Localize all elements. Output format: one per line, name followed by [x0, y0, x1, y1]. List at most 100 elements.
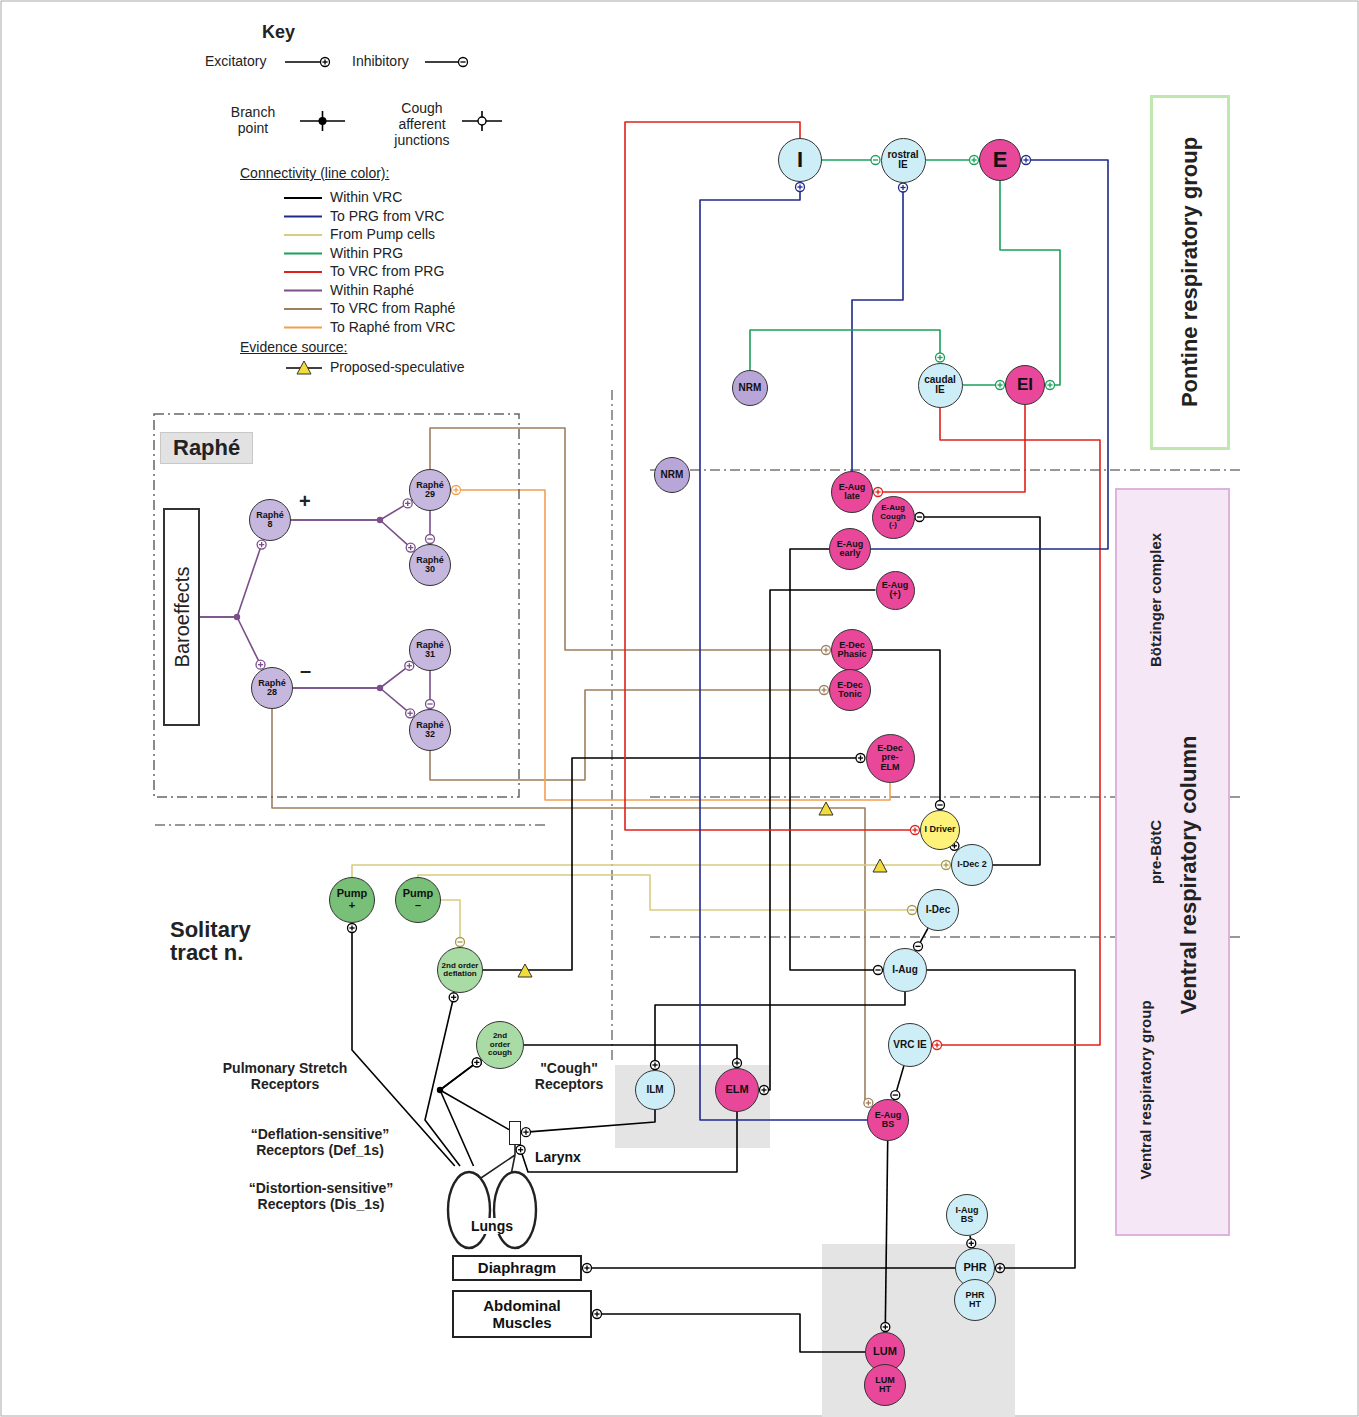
- connection: [651, 992, 906, 1070]
- neuron-circle: NRM: [732, 370, 768, 406]
- connection: [441, 900, 465, 947]
- label-box: +: [299, 491, 311, 512]
- synapse-sign: [596, 1311, 597, 1316]
- connection-line: [587, 1267, 955, 1269]
- synapse-sign: [763, 1087, 764, 1092]
- lungs-illustration: Lungs: [446, 1166, 538, 1250]
- synapse-marker: [899, 183, 908, 192]
- neuron-label: E-Dec Phasic: [836, 641, 868, 660]
- speculative-triangle: [297, 361, 311, 374]
- annotation-label: "Cough" Receptors: [524, 1060, 614, 1092]
- neuron-circle: LUM HT: [864, 1364, 906, 1406]
- synapse-sign: [875, 969, 880, 970]
- synapse-sign: [453, 995, 454, 1000]
- legend-line: [425, 61, 459, 63]
- neuron-circle: VRC IE: [888, 1023, 932, 1067]
- speculative-triangle: [819, 802, 833, 815]
- synapse-sign: [457, 941, 462, 942]
- synapse-marker: [449, 993, 458, 1002]
- synapse-marker: [915, 513, 924, 522]
- neuron-circle: I-Dec 2: [951, 844, 993, 886]
- neuron-label: ILM: [646, 1085, 663, 1096]
- connection: [272, 709, 873, 1107]
- label-box: Pulmonary Stretch Receptors: [220, 1060, 350, 1092]
- legend-entry: Branch point: [222, 104, 284, 136]
- connection-line: [418, 875, 912, 910]
- synapse-marker: [856, 754, 865, 763]
- neuron-circle: Raphé 28: [251, 667, 293, 709]
- synapse-sign: [407, 501, 408, 506]
- region-title: Ventral respiratory group: [1138, 1000, 1153, 1179]
- synapse-marker: [516, 1145, 525, 1154]
- legend-entry: Within Raphé: [330, 282, 414, 298]
- region-outline-art: [153, 413, 520, 798]
- legend-entry: Within VRC: [330, 189, 402, 205]
- synapse-marker: [257, 540, 266, 549]
- neuron-label: E-Dec Tonic: [834, 681, 866, 700]
- annotation-label: Connectivity (line color):: [240, 165, 389, 181]
- synapse-sign: [586, 1265, 587, 1270]
- connection-line: [440, 1062, 477, 1166]
- synapse-sign: [936, 1042, 937, 1047]
- neuron-circle: E-Aug BS: [867, 1099, 909, 1141]
- synapse-marker: [936, 353, 945, 362]
- synapse-sign: [736, 1060, 737, 1065]
- legend-text: To VRC from Raphé: [330, 300, 455, 316]
- synapse-sign: [324, 59, 325, 64]
- synapse-sign: [999, 1265, 1000, 1270]
- connection-line: [440, 1062, 509, 1129]
- region-border: [154, 414, 519, 797]
- lung-lobe: [448, 1172, 490, 1248]
- neuron-circle: Raphé 30: [409, 544, 451, 586]
- neuron-circle: E-Dec Phasic: [831, 629, 873, 671]
- synapse-sign: [476, 1060, 477, 1065]
- muscle-label: Abdominal Muscles: [454, 1297, 590, 1332]
- connection-line: [871, 160, 1108, 549]
- synapse-marker: [426, 700, 435, 709]
- neuron-label: I: [797, 148, 803, 171]
- neuron-circle: 2nd order cough: [476, 1021, 524, 1069]
- legend-text: Excitatory: [205, 53, 266, 69]
- synapse-marker: [996, 1264, 1005, 1273]
- synapse-sign: [999, 382, 1000, 387]
- neuron-label: E: [993, 148, 1008, 171]
- synapse-sign: [260, 662, 261, 667]
- connection: [967, 1236, 976, 1248]
- neuron-label: EI: [1017, 376, 1033, 394]
- synapse-sign: [409, 663, 410, 668]
- neuron-circle: I Driver: [920, 810, 960, 850]
- legend-sample: [284, 327, 322, 328]
- synapse-sign: [917, 516, 922, 517]
- synapse-sign: [261, 542, 262, 547]
- legend-entry: Proposed-speculative: [330, 359, 465, 375]
- synapse-marker: [911, 826, 920, 835]
- connection: [593, 1310, 866, 1353]
- neuron-label: NRM: [739, 383, 762, 394]
- label-box: –: [300, 660, 311, 681]
- legend-entry: To PRG from VRC: [330, 208, 444, 224]
- neuron-circle: Raphé 31: [409, 629, 451, 671]
- connection: [963, 381, 1005, 390]
- neuron-circle: 2nd order deflation: [437, 947, 483, 993]
- neuron-circle: E: [979, 139, 1021, 181]
- region-title: Ventral respiratory column: [1178, 736, 1200, 1015]
- legend-swatch: [284, 216, 322, 218]
- connection: [426, 511, 435, 544]
- synapse-marker: [874, 488, 883, 497]
- legend-swatch: [284, 327, 322, 329]
- connection: [200, 540, 266, 617]
- connection: [822, 156, 880, 165]
- synapse-marker: [967, 1239, 976, 1248]
- synapse-marker: [996, 381, 1005, 390]
- label-box: Connectivity (line color):: [240, 165, 389, 181]
- synapse-sign: [937, 804, 942, 805]
- synapse-marker: [321, 58, 330, 67]
- neuron-circle: EI: [1005, 365, 1045, 405]
- legend-sample: [300, 111, 345, 131]
- neuron-circle: Raphé 29: [409, 469, 451, 511]
- connection-line: [425, 997, 460, 1166]
- neuron-circle: PHR HT: [954, 1279, 996, 1321]
- neuron-label: caudal IE: [923, 375, 958, 396]
